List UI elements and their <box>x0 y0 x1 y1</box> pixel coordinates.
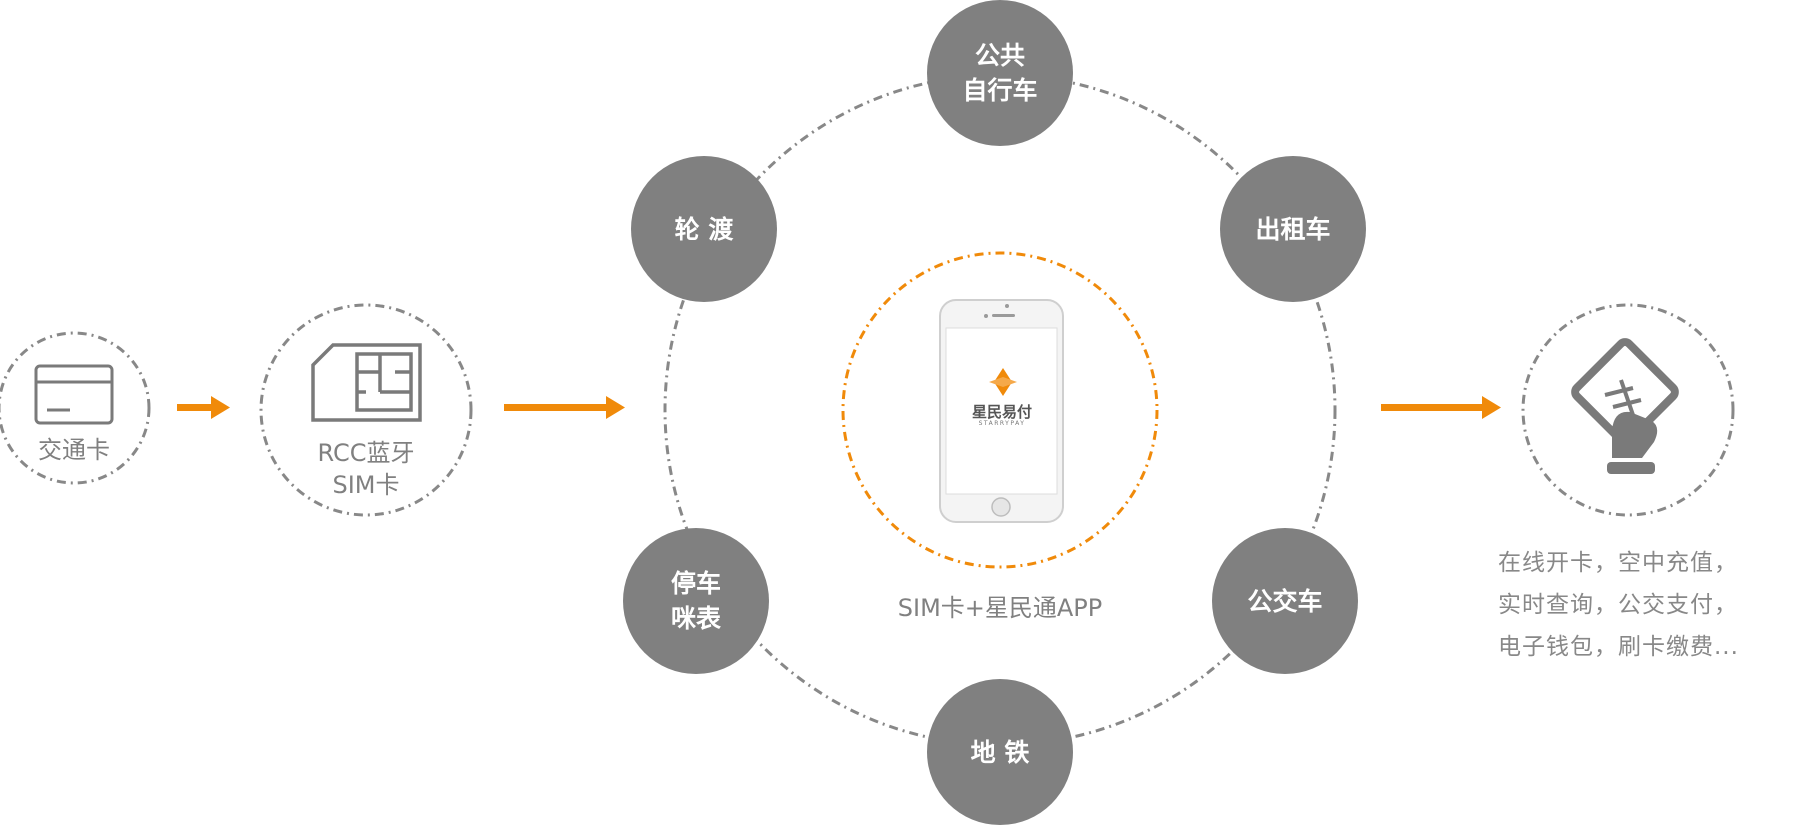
benefits-line: 实时查询，公交支付， <box>1498 592 1738 618</box>
card-icon <box>34 364 114 425</box>
center-ring <box>841 251 1159 569</box>
benefits-line: 电子钱包，刷卡缴费... <box>1498 634 1739 660</box>
flow-arrows <box>177 396 1501 419</box>
center-caption: SIM卡+星民通APP <box>897 594 1103 622</box>
service-node-ferry: 轮 渡 <box>631 156 777 302</box>
service-node-taxi: 出租车 <box>1220 156 1366 302</box>
benefits-list: 在线开卡，空中充值， 实时查询，公交支付， 电子钱包，刷卡缴费... <box>1498 542 1788 668</box>
transit-card-ring <box>0 331 151 485</box>
arrow-1-shaft <box>177 404 213 411</box>
arrow-2-shaft <box>504 404 609 411</box>
service-node-bus: 公交车 <box>1212 528 1358 674</box>
service-node-parking: 停车 咪表 <box>623 528 769 674</box>
smartphone-icon <box>939 299 1064 523</box>
starrypay-logo-sub: STARRYPAY <box>978 420 1026 427</box>
result-ring <box>1521 303 1735 517</box>
sim-label-line2: SIM卡 <box>332 471 400 499</box>
benefits-line: 在线开卡，空中充值， <box>1498 550 1738 576</box>
transit-card-label: 交通卡 <box>38 436 110 464</box>
sim-label: RCC蓝牙 SIM卡 <box>296 437 436 501</box>
card-payment-icon <box>1571 338 1679 474</box>
arrow-3-head <box>1482 396 1501 419</box>
sim-card-icon <box>311 343 422 422</box>
sim-ring <box>259 303 473 517</box>
starrypay-logo-text: 星民易付 <box>971 403 1032 421</box>
service-node-bike: 公共 自行车 <box>927 0 1073 146</box>
arrow-1-head <box>211 396 230 419</box>
arrow-3-shaft <box>1381 404 1485 411</box>
arrow-2-head <box>606 396 625 419</box>
service-node-metro: 地 铁 <box>927 679 1073 825</box>
sim-label-line1: RCC蓝牙 <box>317 439 415 467</box>
